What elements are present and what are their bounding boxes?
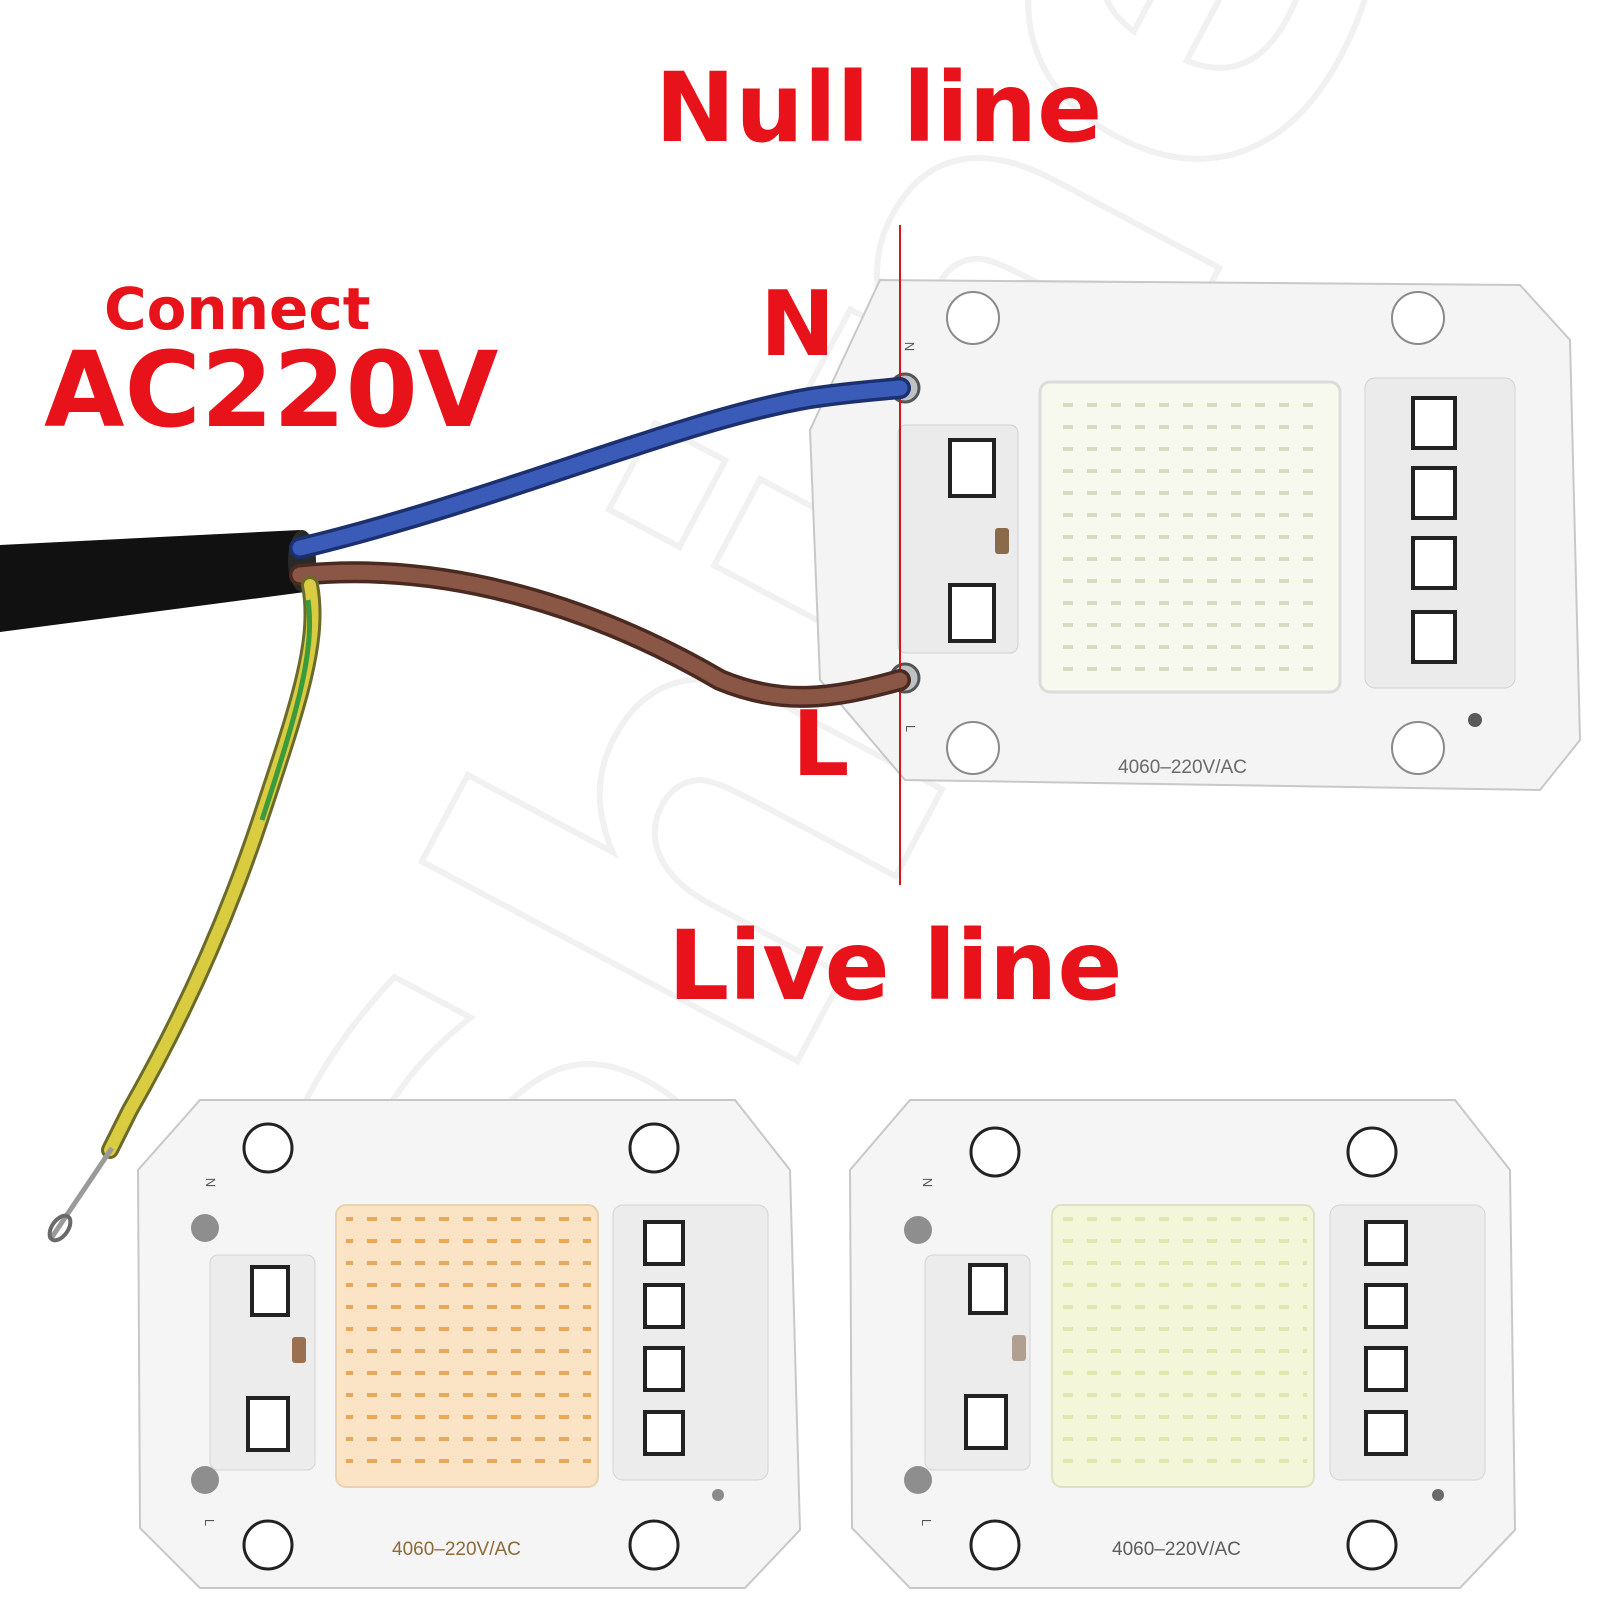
bottom-right-board-pad-n: N	[920, 1177, 936, 1188]
null-line-label: Null line	[655, 52, 1103, 164]
bottom-right-board-model: 4060–220V/AC	[1112, 1539, 1241, 1560]
bottom-left-led-board	[136, 1099, 802, 1589]
bottom-right-board-pad-l: L	[919, 1518, 935, 1527]
bottom-left-board-pad-l: L	[202, 1518, 218, 1527]
power-cable	[0, 377, 911, 1243]
top-board-model: 4060–220V/AC	[1118, 757, 1247, 778]
connect-label: Connect	[104, 275, 371, 343]
live-marker: L	[792, 692, 850, 797]
top-board-pad-n: N	[902, 341, 918, 352]
bottom-left-board-pad-n: N	[203, 1177, 219, 1188]
voltage-label: AC220V	[44, 329, 499, 451]
top-board-pad-l: L	[903, 724, 919, 733]
neutral-marker: N	[760, 272, 836, 377]
bottom-left-board-model: 4060–220V/AC	[392, 1539, 521, 1560]
top-led-board	[808, 278, 1582, 792]
bottom-right-led-board	[848, 1099, 1517, 1589]
live-line-label: Live line	[668, 910, 1123, 1022]
